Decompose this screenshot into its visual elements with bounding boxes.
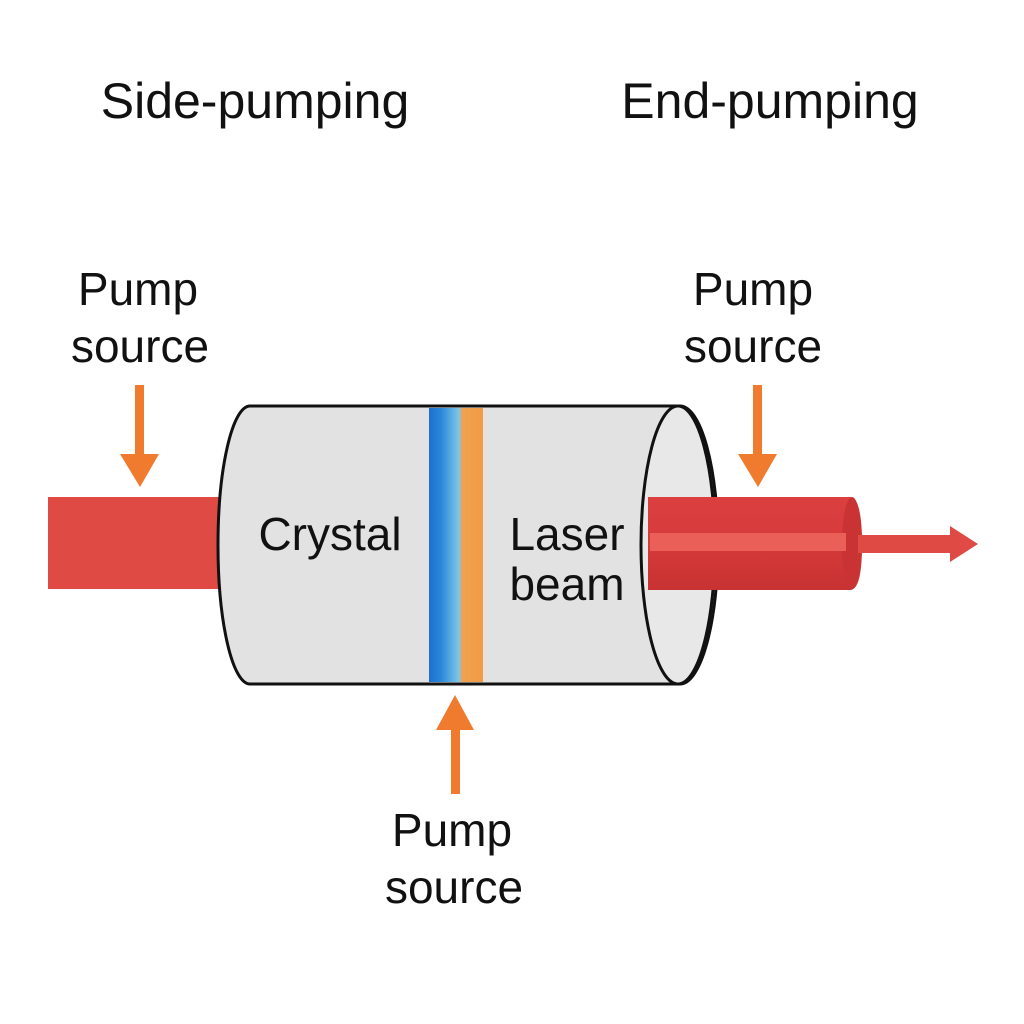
output-rod-cap bbox=[842, 497, 862, 589]
pump-source-bottom-line2: source bbox=[385, 861, 523, 913]
pump-arrow-top-right-shaft bbox=[753, 385, 762, 455]
pump-source-top-left-line2: source bbox=[71, 320, 209, 372]
laser-beam-label-line2: beam bbox=[509, 558, 624, 610]
output-rod-highlight bbox=[650, 533, 846, 551]
laser-beam-label-line1: Laser bbox=[509, 508, 624, 560]
output-arrow-head bbox=[950, 526, 978, 562]
crystal-label: Crystal bbox=[258, 508, 401, 560]
pump-arrow-top-left-head bbox=[120, 454, 159, 487]
pump-arrow-top-right-head bbox=[738, 454, 777, 487]
incoming-beam-left bbox=[48, 497, 248, 589]
heading-end-pumping: End-pumping bbox=[621, 73, 918, 129]
pump-arrow-bottom-head bbox=[436, 695, 474, 730]
pump-source-bottom-line1: Pump bbox=[392, 804, 512, 856]
pump-source-top-left-line1: Pump bbox=[78, 263, 198, 315]
pump-source-top-right-line2: source bbox=[684, 320, 822, 372]
pump-source-top-right-line1: Pump bbox=[693, 263, 813, 315]
heading-side-pumping: Side-pumping bbox=[101, 73, 410, 129]
pump-arrow-bottom-shaft bbox=[451, 728, 460, 794]
output-arrow-shaft bbox=[858, 535, 954, 553]
pump-arrow-top-left-shaft bbox=[135, 385, 144, 455]
pump-absorption-band bbox=[429, 408, 483, 682]
